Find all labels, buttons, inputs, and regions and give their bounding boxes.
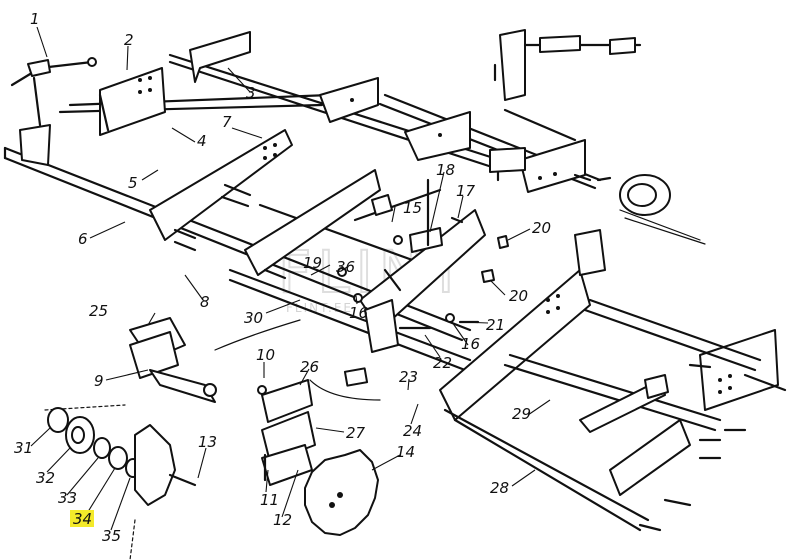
label-24: 24 [403, 422, 422, 440]
label-4: 4 [197, 132, 207, 150]
label-21: 21 [486, 316, 505, 334]
label-34: 34 [73, 510, 92, 528]
label-33: 33 [58, 489, 77, 507]
bracket-26-27 [257, 379, 316, 486]
label-3: 3 [246, 84, 256, 102]
hub-assembly [44, 404, 197, 560]
spring-assembly [337, 178, 509, 387]
leader-lines [30, 26, 551, 531]
label-23: 23 [399, 368, 418, 386]
disc-14 [304, 449, 379, 536]
lower-frame [439, 229, 787, 532]
label-25: 25 [89, 302, 108, 320]
label-30: 30 [244, 309, 263, 327]
bracket-25 [129, 317, 217, 403]
label-1: 1 [30, 10, 40, 28]
label-22: 22 [433, 354, 452, 372]
label-2: 2 [124, 31, 134, 49]
label-9: 9 [94, 372, 104, 390]
label-32: 32 [36, 469, 55, 487]
label-5: 5 [128, 174, 138, 192]
watermark-url: FLINT.EE [286, 301, 353, 315]
label-29: 29 [512, 405, 531, 423]
label-16-b: 16 [461, 335, 480, 353]
top-right-linkage [489, 29, 706, 245]
label-8: 8 [200, 293, 210, 311]
label-18: 18 [436, 161, 455, 179]
main-frame [3, 31, 602, 372]
label-11: 11 [260, 491, 279, 509]
label-31: 31 [14, 439, 33, 457]
label-10: 10 [256, 346, 275, 364]
label-19: 19 [303, 254, 322, 272]
label-17: 17 [456, 182, 476, 200]
label-20-b: 20 [509, 287, 528, 305]
label-35: 35 [102, 527, 121, 545]
label-28: 28 [490, 479, 509, 497]
label-7: 7 [222, 113, 232, 131]
label-12: 12 [273, 511, 292, 529]
part-numbers: 1 2 3 4 5 6 7 8 9 10 11 12 13 14 15 16 1… [14, 10, 551, 545]
label-27: 27 [346, 424, 366, 442]
label-20-a: 20 [532, 219, 551, 237]
label-26: 26 [300, 358, 319, 376]
highlight-marker [70, 510, 94, 527]
label-13: 13 [198, 433, 217, 451]
label-16-a: 16 [349, 304, 368, 322]
label-36: 36 [336, 258, 355, 276]
lever-assembly [10, 57, 110, 132]
label-14: 14 [396, 443, 415, 461]
label-15: 15 [403, 199, 422, 217]
label-6: 6 [78, 230, 88, 248]
